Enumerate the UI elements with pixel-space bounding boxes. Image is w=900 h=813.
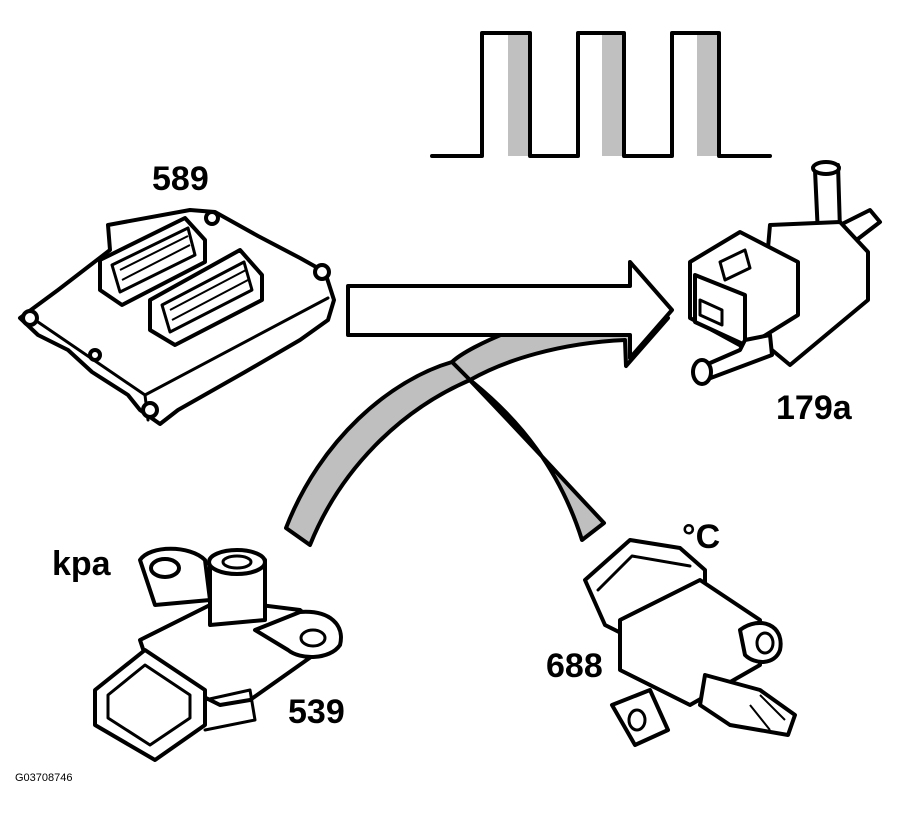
temp-unit-label: °C xyxy=(682,518,720,556)
figure-id-label: G03708746 xyxy=(15,772,73,784)
ecu-label: 589 xyxy=(152,160,209,198)
ecu-module-icon xyxy=(18,208,336,426)
ecu-output-arrow xyxy=(346,260,674,360)
pressure-sensor-icon xyxy=(93,546,343,762)
valve-label: 179a xyxy=(776,389,853,427)
solenoid-valve-icon xyxy=(688,160,882,386)
sensor-input-curved-arrow xyxy=(284,288,670,547)
pwm-signal-icon xyxy=(430,31,772,158)
temperature-sensor-icon xyxy=(583,538,797,747)
temp-sensor-label: 688 xyxy=(546,647,603,685)
pressure-sensor-label: 539 xyxy=(288,693,345,731)
pressure-unit-label: kpa xyxy=(52,545,112,583)
